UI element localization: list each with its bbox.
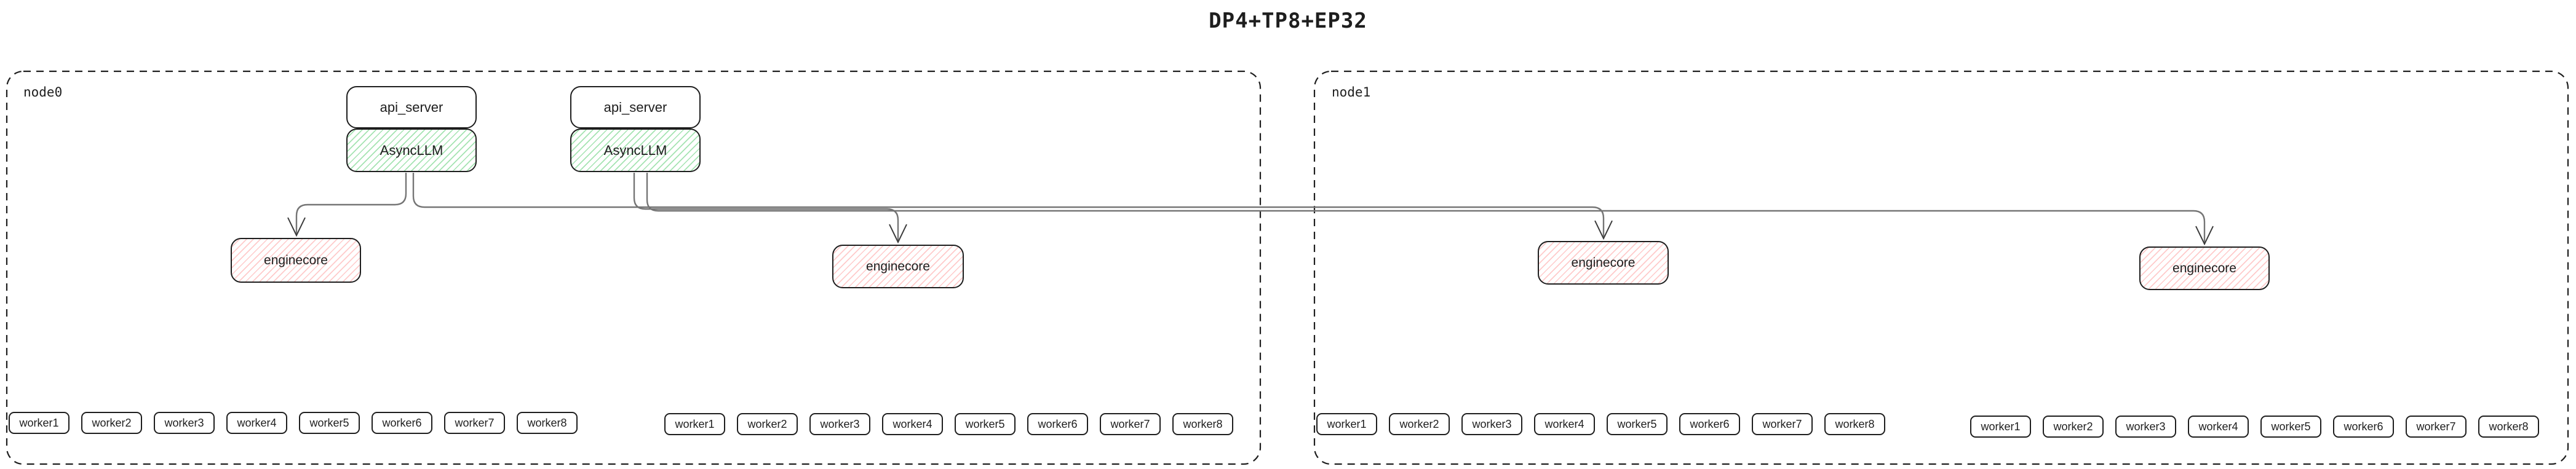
edge-asyncllm1-enginecore-n1-1 [412,173,1605,237]
worker-box: worker7 [2406,416,2467,438]
enginecore-box-n1-1: enginecore [1538,241,1669,285]
worker-box: worker6 [1679,413,1740,435]
asyncllm-box-2: AsyncLLM [570,128,701,172]
worker-box: worker8 [1172,413,1233,435]
worker-box: worker5 [955,413,1016,435]
edge-asyncllm1-enginecore-n0-1 [295,173,407,234]
worker-box: worker6 [1027,413,1088,435]
worker-group-n1-2: worker1 worker2 worker3 worker4 worker5 worke… [1970,416,2539,438]
worker-box: worker7 [444,412,505,434]
enginecore-box-n1-2: enginecore [2139,246,2270,290]
edge-asyncllm2-enginecore-n1-2 [646,173,2206,243]
worker-box: worker2 [2043,416,2104,438]
edge-asyncllm2-enginecore-n0-2 [633,173,899,241]
diagram-title: DP4+TP8+EP32 [1209,9,1367,33]
worker-box: worker4 [882,413,943,435]
arrowhead-enginecore-n0-2 [889,224,907,244]
worker-box: worker3 [2115,416,2176,438]
worker-box: worker3 [1461,413,1522,435]
api-server-box-2: api_server [570,86,701,128]
worker-box: worker4 [1534,413,1595,435]
worker-box: worker8 [2478,416,2539,438]
worker-box: worker3 [154,412,215,434]
node0-label: node0 [23,85,63,100]
asyncllm-box-1: AsyncLLM [346,128,477,172]
worker-box: worker6 [372,412,432,434]
worker-box: worker7 [1752,413,1813,435]
worker-box: worker3 [809,413,870,435]
worker-box: worker7 [1100,413,1161,435]
worker-box: worker5 [1607,413,1668,435]
worker-box: worker8 [1824,413,1885,435]
worker-box: worker1 [664,413,725,435]
worker-box: worker1 [1316,413,1377,435]
node1-label: node1 [1332,85,1371,100]
worker-box: worker4 [2188,416,2249,438]
worker-box: worker5 [2260,416,2321,438]
worker-box: worker5 [299,412,360,434]
worker-box: worker2 [81,412,142,434]
worker-box: worker2 [1389,413,1450,435]
enginecore-box-n0-2: enginecore [832,245,964,288]
worker-box: worker8 [517,412,578,434]
enginecore-box-n0-1: enginecore [231,238,361,283]
arrowhead-enginecore-n1-1 [1594,220,1613,240]
worker-box: worker1 [1970,416,2031,438]
worker-group-n0-2: worker1 worker2 worker3 worker4 worker5 worke… [664,413,1233,435]
worker-box: worker4 [226,412,287,434]
arrowhead-enginecore-n0-1 [287,217,306,237]
worker-group-n0-1: worker1 worker2 worker3 worker4 worker5 worke… [9,412,578,434]
worker-group-n1-1: worker1 worker2 worker3 worker4 worker5 worke… [1316,413,1885,435]
node1-border [1313,70,2569,465]
worker-box: worker2 [737,413,798,435]
worker-box: worker1 [9,412,70,434]
worker-box: worker6 [2333,416,2394,438]
arrowhead-enginecore-n1-2 [2195,226,2214,246]
api-server-box-1: api_server [346,86,477,128]
